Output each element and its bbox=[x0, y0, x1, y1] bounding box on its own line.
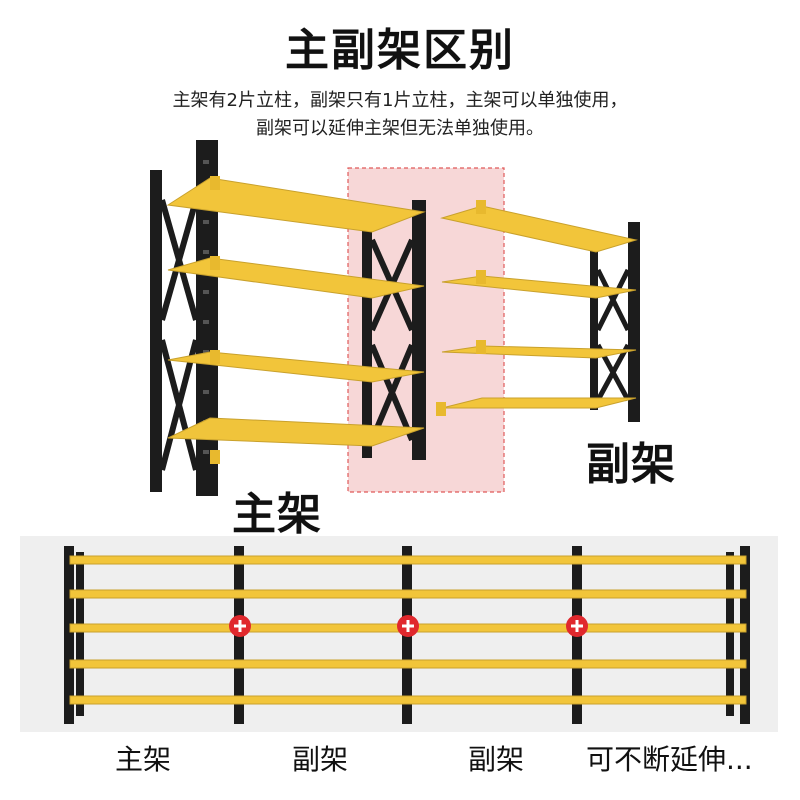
page-title: 主副架区别 bbox=[285, 25, 515, 76]
sub-rack-label: 副架 bbox=[586, 439, 676, 490]
extension-diagram bbox=[20, 536, 778, 732]
sub-rack bbox=[436, 200, 640, 422]
plus-icon bbox=[397, 615, 419, 637]
bottom-label-sub-1: 副架 bbox=[292, 743, 349, 776]
bottom-label-main: 主架 bbox=[115, 743, 172, 776]
description-line-2: 副架可以延伸主架但无法单独使用。 bbox=[256, 118, 544, 139]
description-line-1: 主架有2片立柱，副架只有1片立柱，主架可以单独使用， bbox=[172, 90, 628, 111]
main-rack-label: 主架 bbox=[232, 489, 322, 540]
plus-icon bbox=[229, 615, 251, 637]
bottom-label-sub-2: 副架 bbox=[468, 743, 525, 776]
plus-icon bbox=[566, 615, 588, 637]
bottom-label-extend: 可不断延伸... bbox=[586, 743, 753, 776]
main-rack bbox=[150, 140, 426, 496]
